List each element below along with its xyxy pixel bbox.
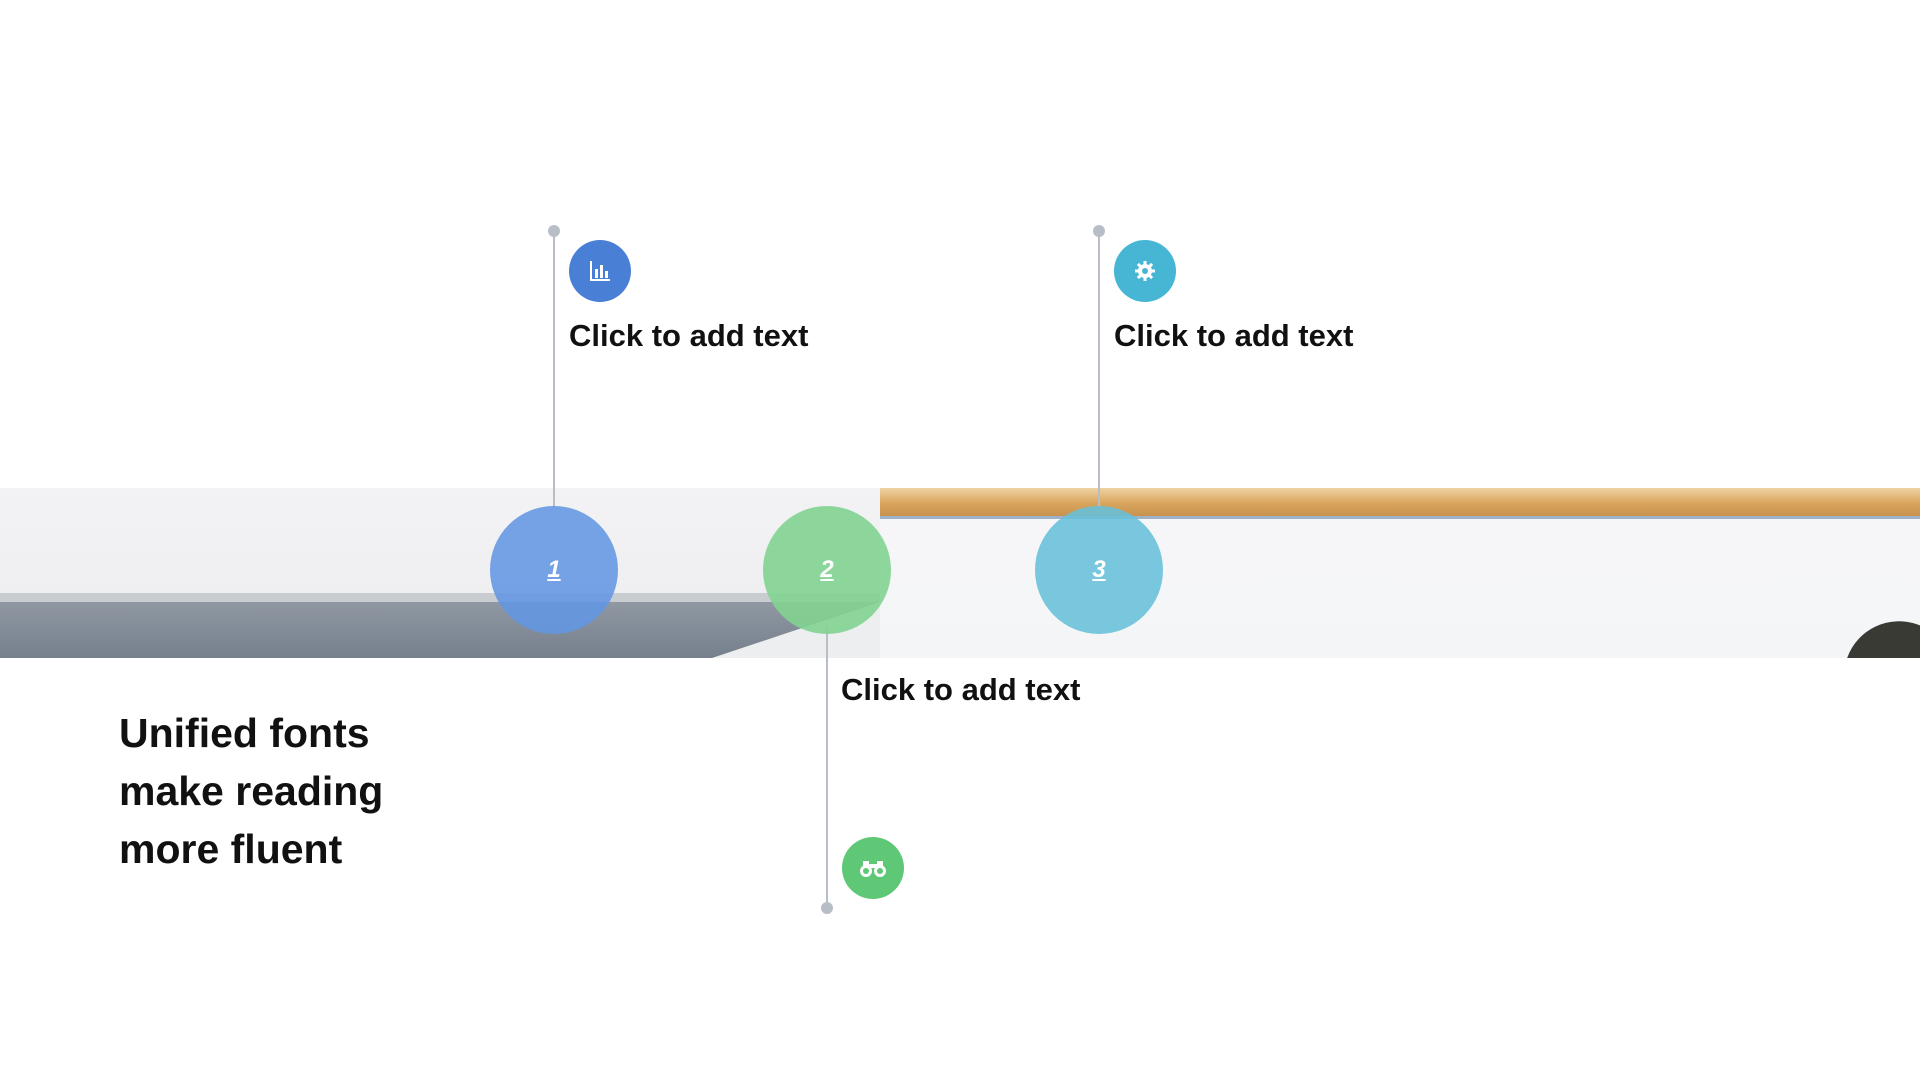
step-3-circle[interactable]: 3 [1035, 506, 1163, 634]
photo-wooden-shelf [880, 488, 1920, 516]
step-3-text[interactable]: Click to add text [1114, 318, 1354, 353]
binoculars-icon-glyph [860, 861, 886, 877]
step-1-text[interactable]: Click to add text [569, 318, 809, 353]
binoculars-icon[interactable] [842, 837, 904, 899]
step-1-number[interactable]: 1 [547, 556, 561, 583]
gear-icon-glyph [1135, 261, 1155, 281]
headline-line-2: make reading [119, 768, 384, 814]
headline-line-3: more fluent [119, 826, 343, 872]
bar-chart-icon[interactable] [569, 240, 631, 302]
headline-text[interactable]: Unified fonts make reading more fluent [119, 704, 539, 878]
photo-ledge [0, 602, 880, 658]
headline-line-1: Unified fonts [119, 710, 370, 756]
step-1-circle[interactable]: 1 [490, 506, 618, 634]
connector-dot-2 [821, 902, 833, 914]
step-3-number[interactable]: 3 [1092, 556, 1106, 583]
connector-line-1 [553, 231, 555, 507]
connector-line-3 [1098, 231, 1100, 507]
gear-icon[interactable] [1114, 240, 1176, 302]
bar-chart-icon-glyph [590, 261, 610, 281]
connector-line-2 [826, 626, 828, 904]
photo-shelf-edge [880, 516, 1920, 519]
step-2-circle[interactable]: 2 [763, 506, 891, 634]
step-2-text[interactable]: Click to add text [841, 672, 1081, 707]
step-2-number[interactable]: 2 [820, 556, 834, 583]
photo-band-image [0, 488, 1920, 658]
photo-ledge-top [0, 593, 880, 603]
